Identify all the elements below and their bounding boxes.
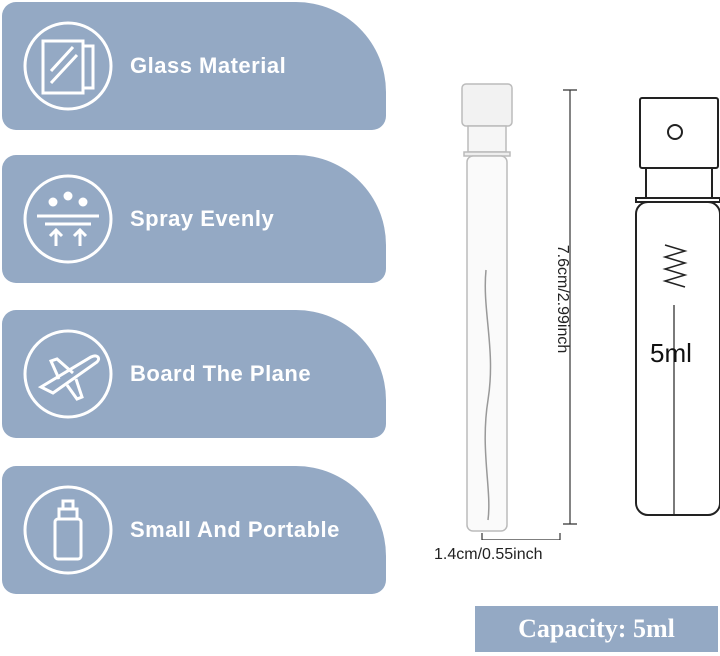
clear-bottle-image: [461, 83, 513, 532]
feature-card-glass: Glass Material: [2, 2, 386, 130]
width-dimension: 1.4cm/0.55inch: [434, 546, 543, 563]
airplane-icon: [23, 329, 113, 419]
diagram-volume-label: 5ml: [650, 338, 692, 368]
feature-label: Glass Material: [130, 53, 287, 78]
outline-bottle-image: [635, 97, 720, 516]
bottle-diagram: [461, 83, 720, 540]
feature-card-spray: Spray Evenly: [2, 155, 386, 283]
bottle-icon: [23, 485, 113, 575]
feature-label: Small And Portable: [130, 517, 340, 542]
feature-card-portable: Small And Portable: [2, 466, 386, 594]
feature-label: Spray Evenly: [130, 206, 275, 231]
capacity-badge: Capacity: 5ml: [475, 606, 718, 652]
feature-card-plane: Board The Plane: [2, 310, 386, 438]
glass-icon: [23, 21, 113, 111]
height-dimension: 7.6cm/2.99inch: [554, 244, 571, 354]
feature-label: Board The Plane: [130, 361, 312, 386]
spray-icon: [23, 174, 113, 264]
